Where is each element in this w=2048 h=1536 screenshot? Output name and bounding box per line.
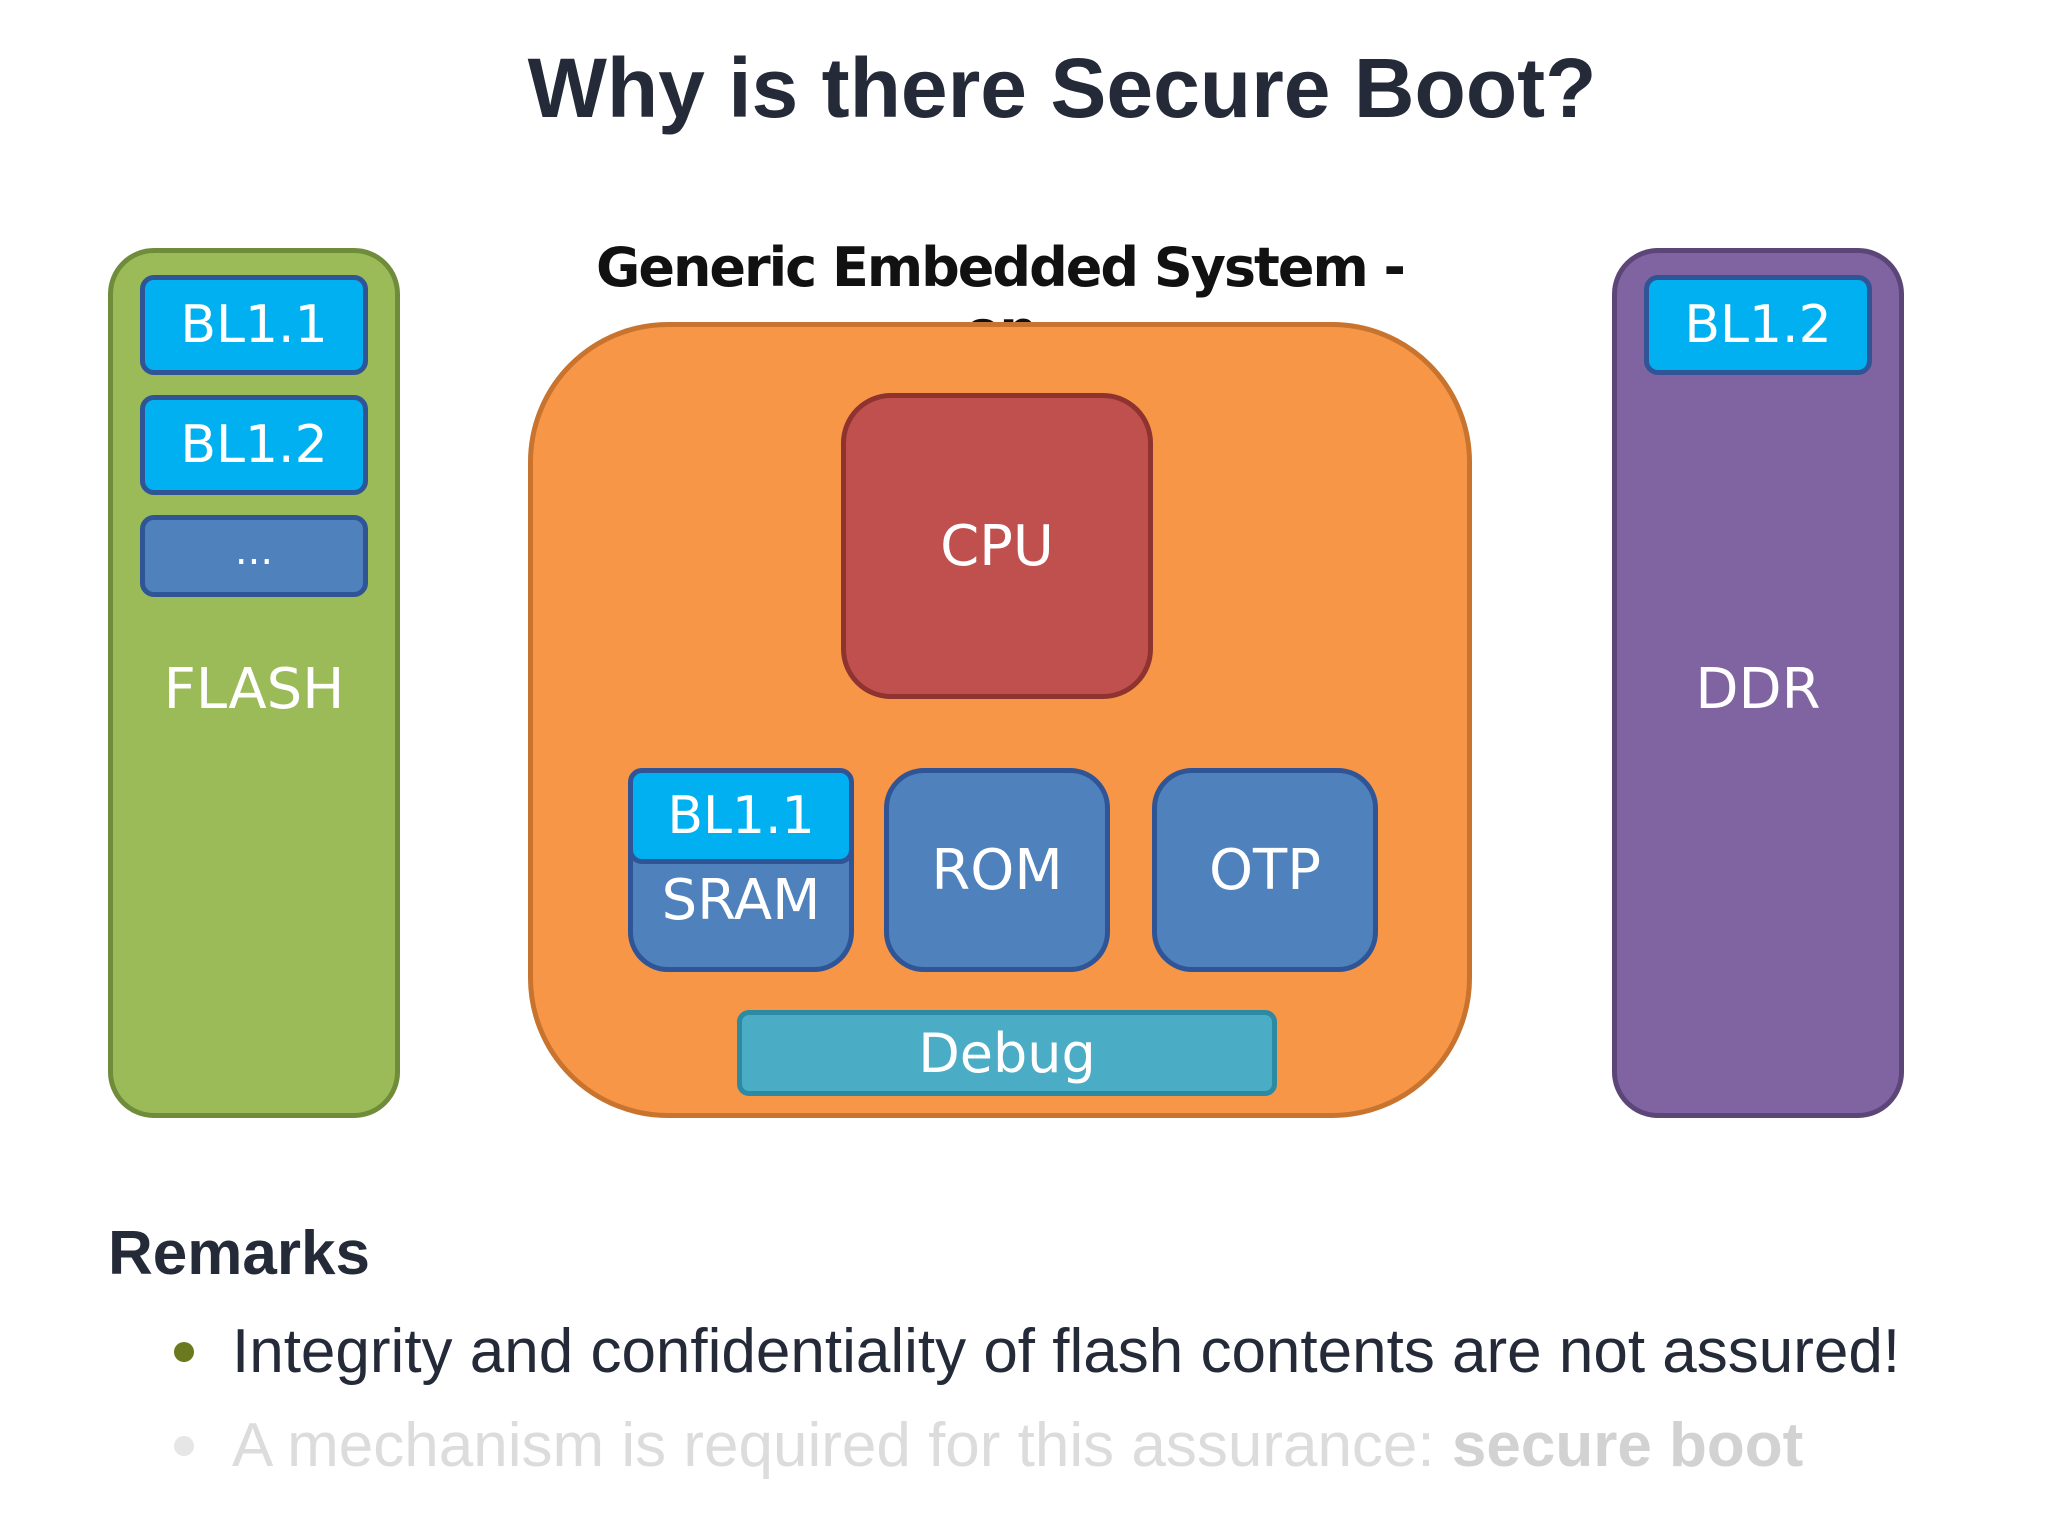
ddr-item-bl1-2: BL1.2 (1644, 275, 1872, 375)
sram-bl1-1-overlay: BL1.1 (628, 768, 854, 864)
slide-title: Why is there Secure Boot? (527, 41, 1597, 135)
ddr-label: DDR (1695, 657, 1821, 722)
flash-item-more: ... (140, 515, 368, 597)
flash-block: BL1.1 BL1.2 ... FLASH (108, 248, 400, 1118)
remarks-heading: Remarks (108, 1219, 370, 1288)
ddr-block: BL1.2 DDR (1612, 248, 1904, 1118)
bullet-dot-icon (174, 1342, 194, 1362)
bullet-dot-icon (174, 1436, 194, 1456)
remark-emphasis: secure boot (1451, 1411, 1804, 1480)
flash-label: FLASH (163, 657, 345, 722)
flash-item-bl1-2: BL1.2 (140, 395, 368, 495)
remark-text: Integrity and confidentiality of flash c… (232, 1317, 1901, 1386)
rom-block: ROM (884, 768, 1110, 972)
sram-label: SRAM (661, 867, 821, 933)
debug-block: Debug (737, 1010, 1277, 1096)
flash-item-bl1-1: BL1.1 (140, 275, 368, 375)
otp-block: OTP (1152, 768, 1378, 972)
remark-text-plain: A mechanism is required for this assuran… (232, 1411, 1452, 1480)
remark-text: A mechanism is required for this assuran… (232, 1410, 1803, 1481)
cpu-block: CPU (841, 393, 1153, 699)
